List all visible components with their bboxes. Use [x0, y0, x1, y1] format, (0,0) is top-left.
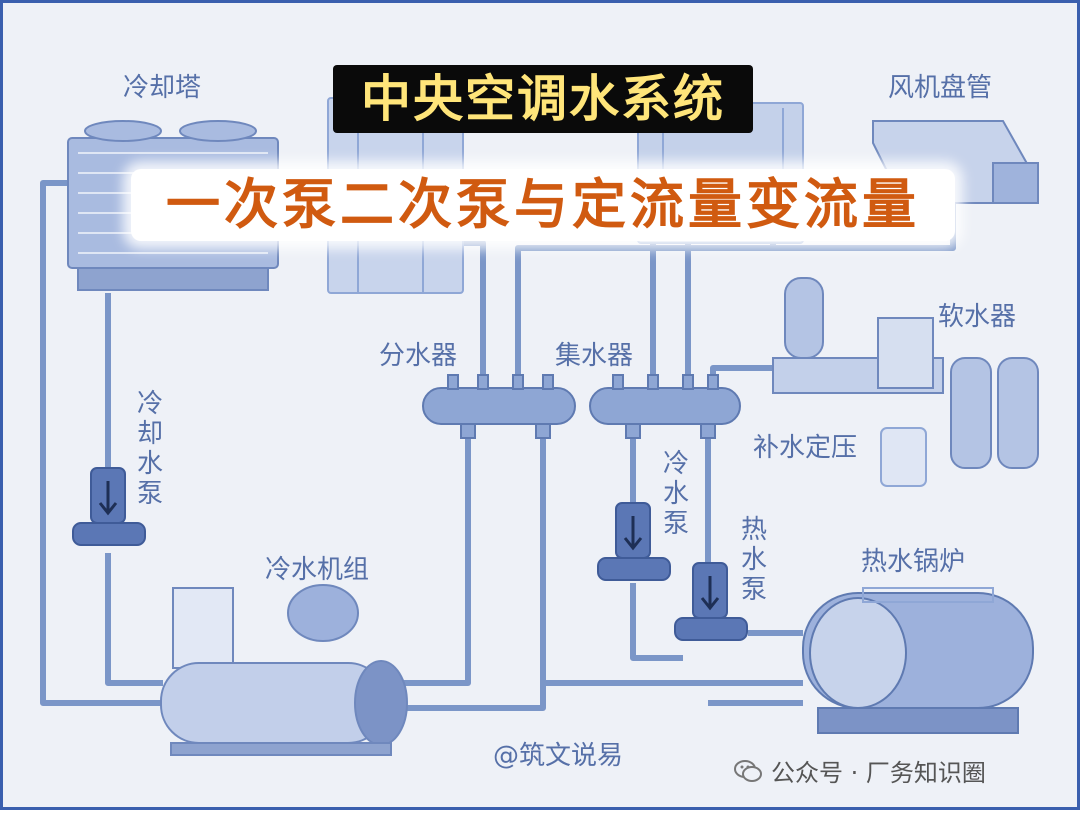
label-chilled-water-pump: 冷水泵	[662, 449, 689, 539]
watermark: 公众号 · 厂务知识圈	[733, 753, 986, 788]
cooling-water-pump-outlet-pipe	[105, 553, 163, 686]
label-cooling-tower: 冷却塔	[123, 73, 202, 103]
piping-diagram	[40, 97, 1039, 756]
expansion-tank	[772, 277, 944, 394]
watermark-text: 公众号 · 厂务知识圈	[771, 759, 986, 787]
label-cooling-water-pump: 冷却水泵	[136, 389, 163, 509]
diagram-title: 中央空调水系统	[333, 65, 753, 133]
label-boiler: 热水锅炉	[861, 547, 966, 577]
chilled-pump-out-pipe	[630, 583, 683, 661]
chilled-water-pump	[597, 502, 671, 581]
cooling-water-pump	[72, 467, 146, 546]
hot-water-boiler	[802, 587, 1034, 734]
label-chiller: 冷水机组	[265, 555, 370, 585]
chiller-to-distributor-pipe	[403, 423, 471, 686]
label-fan-coil: 风机盘管	[888, 73, 993, 103]
water-chiller	[160, 584, 408, 756]
collector-return-pipe	[403, 423, 546, 711]
wechat-icon	[734, 759, 762, 782]
author-credit: @筑文说易	[493, 741, 624, 771]
makeup-water-tank	[880, 427, 927, 487]
cooling-water-return-pipe	[40, 180, 163, 706]
label-makeup-pressure: 补水定压	[753, 433, 858, 463]
collector-header	[589, 374, 741, 439]
label-hot-water-pump: 热水泵	[740, 515, 767, 605]
label-water-softener: 软水器	[938, 302, 1017, 332]
hot-water-pump	[674, 562, 748, 641]
label-distributor: 分水器	[379, 341, 458, 371]
distributor-header	[422, 374, 576, 439]
diagram-subtitle: 一次泵二次泵与定流量变流量	[131, 169, 955, 241]
water-softener-tanks	[950, 357, 1039, 469]
label-collector: 集水器	[555, 341, 634, 371]
